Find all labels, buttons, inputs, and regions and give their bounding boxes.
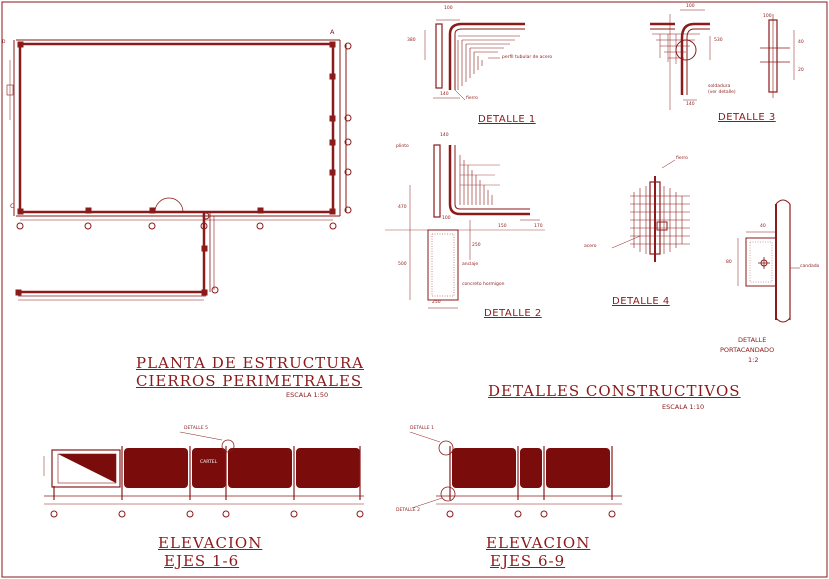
d3-note-ver: (ver detalle)	[708, 90, 736, 95]
d3-dim-20: 20	[798, 68, 804, 73]
elevation-6-9-drawing	[409, 431, 622, 518]
plan-view	[6, 39, 352, 301]
e2-callout-bottom: DETALLE 2	[396, 508, 420, 513]
d2-dim-170: 170	[534, 224, 543, 229]
details-scale: ESCALA 1:10	[662, 403, 705, 411]
detalle-2-drawing	[385, 144, 545, 309]
plan-title-line1: PLANTA DE ESTRUCTURA	[136, 354, 364, 372]
e2-callout-top: DETALLE 1	[410, 426, 434, 431]
d2-dim-100: 100	[442, 216, 451, 221]
detalle-portacandado-drawing	[737, 199, 800, 323]
d4-label: DETALLE 4	[612, 296, 670, 307]
d2-dim-470: 470	[398, 205, 407, 210]
e1-title-line2: EJES 1-6	[164, 552, 240, 570]
d2-dim-250: 250	[472, 243, 481, 248]
dp-note: candado	[800, 264, 820, 269]
d4-note2: acero	[584, 244, 597, 249]
plan-scale: ESCALA 1:50	[286, 391, 329, 399]
d2-dim-bottom: 250	[432, 300, 441, 305]
e1-panel-text: CARTEL	[200, 460, 218, 465]
d2-dim-top: 140	[440, 133, 449, 138]
d3-label: DETALLE 3	[718, 112, 776, 123]
d1-note2: fierro	[466, 96, 478, 101]
e2-title-line2: EJES 6-9	[490, 552, 566, 570]
dp-dim-80: 80	[726, 260, 732, 265]
plan-corner-left: D	[2, 40, 6, 45]
dp-label-line3: 1:2	[748, 356, 759, 364]
detalle-4-drawing	[611, 159, 690, 262]
d2-note-concreto: concreto hormigon	[462, 282, 505, 287]
dp-label-line2: PORTACANDADO	[720, 346, 775, 354]
d2-dim-500: 500	[398, 262, 407, 267]
plan-title-line2: CIERROS PERIMETRALES	[136, 372, 363, 390]
d3-dim-140: 140	[686, 102, 695, 107]
d2-note-plinto: plinto	[396, 144, 409, 149]
elevation-1-6-drawing	[43, 431, 364, 518]
d3-dim-top: 100	[686, 4, 695, 9]
d3-dim-40: 40	[798, 40, 804, 45]
d2-dim-150: 150	[498, 224, 507, 229]
detalle-3-drawing	[650, 9, 795, 110]
d3-dim-top2: 100	[763, 14, 772, 19]
e1-callout: DETALLE 5	[184, 426, 208, 431]
plan-corner-a: A	[330, 28, 335, 36]
d3-note-soldadura: soldadura	[708, 84, 731, 89]
d1-dim-bottom: 140	[440, 92, 449, 97]
e2-title-line1: ELEVACION	[486, 534, 591, 552]
dp-label-line1: DETALLE	[738, 336, 767, 344]
dp-dim-40: 40	[760, 224, 766, 229]
d3-dim-530: 530	[714, 38, 723, 43]
e1-title-line1: ELEVACION	[158, 534, 263, 552]
d2-note-anclaje: anclaje	[462, 262, 479, 267]
d1-note1: perfil tubular de acero	[502, 55, 553, 60]
detalle-1-drawing	[424, 19, 525, 101]
d2-label: DETALLE 2	[484, 308, 542, 319]
plan-corner-c: C	[10, 202, 15, 210]
d1-dim-left: 380	[407, 38, 416, 43]
d1-label: DETALLE 1	[478, 114, 536, 125]
details-title: DETALLES CONSTRUCTIVOS	[488, 382, 741, 400]
d1-dim-top: 100	[444, 6, 453, 11]
d4-note1: fierro	[676, 156, 688, 161]
